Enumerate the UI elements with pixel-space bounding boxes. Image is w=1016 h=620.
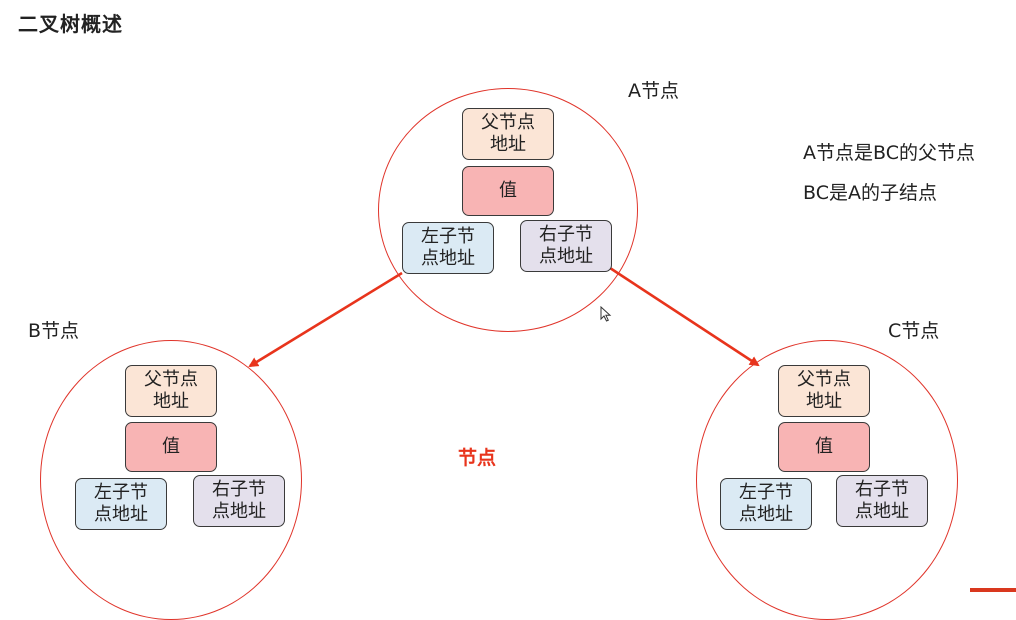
mouse-pointer-icon	[600, 306, 612, 322]
node-b-left-line-1: 左子节	[94, 482, 148, 503]
node-a-right-line-2: 点地址	[539, 246, 593, 267]
page-title: 二叉树概述	[18, 12, 123, 36]
node-c-label: C节点	[888, 320, 940, 342]
note-parent-relation: A节点是BC的父节点	[803, 142, 975, 164]
node-b-right-line-1: 右子节	[212, 479, 266, 500]
node-c-right-line-2: 点地址	[855, 501, 909, 522]
node-a-circle	[378, 88, 638, 332]
node-c-right-line-1: 右子节	[855, 479, 909, 500]
node-a-parent-address: 父节点地址	[462, 108, 554, 160]
node-b-left-line-2: 点地址	[94, 504, 148, 525]
node-c-parent-address: 父节点地址	[778, 365, 870, 417]
node-c-parent-line-2: 地址	[806, 391, 842, 412]
node-a-label: A节点	[628, 80, 679, 102]
edge-a-to-c	[609, 266, 760, 367]
node-b-value: 值	[125, 422, 217, 472]
node-a-right-line-1: 右子节	[539, 224, 593, 245]
note-child-relation: BC是A的子结点	[803, 182, 937, 204]
node-c-parent-line-1: 父节点	[797, 369, 851, 390]
node-b-parent-address: 父节点地址	[125, 365, 217, 417]
node-a-left-line-2: 点地址	[421, 248, 475, 269]
node-c-value: 值	[778, 422, 870, 472]
node-c-left-line-2: 点地址	[739, 504, 793, 525]
edge-a-to-b	[248, 271, 403, 368]
node-a-parent-line-1: 父节点	[481, 112, 535, 133]
corner-accent	[970, 588, 1016, 592]
node-b-parent-line-2: 地址	[153, 391, 189, 412]
edges-layer	[248, 266, 760, 368]
node-c-left-line-1: 左子节	[739, 482, 793, 503]
node-c-left-child-address: 左子节点地址	[720, 478, 812, 530]
node-b-parent-line-1: 父节点	[144, 369, 198, 390]
node-a-parent-line-2: 地址	[490, 134, 526, 155]
node-b-left-child-address: 左子节点地址	[75, 478, 167, 530]
node-b-right-line-2: 点地址	[212, 501, 266, 522]
node-a-value: 值	[462, 166, 554, 216]
node-a-left-line-1: 左子节	[421, 226, 475, 247]
node-b-right-child-address: 右子节点地址	[193, 475, 285, 527]
node-c-right-child-address: 右子节点地址	[836, 475, 928, 527]
node-b-label: B节点	[28, 320, 80, 342]
center-label: 节点	[458, 447, 497, 469]
node-a-right-child-address: 右子节点地址	[520, 220, 612, 272]
node-a-left-child-address: 左子节点地址	[402, 222, 494, 274]
